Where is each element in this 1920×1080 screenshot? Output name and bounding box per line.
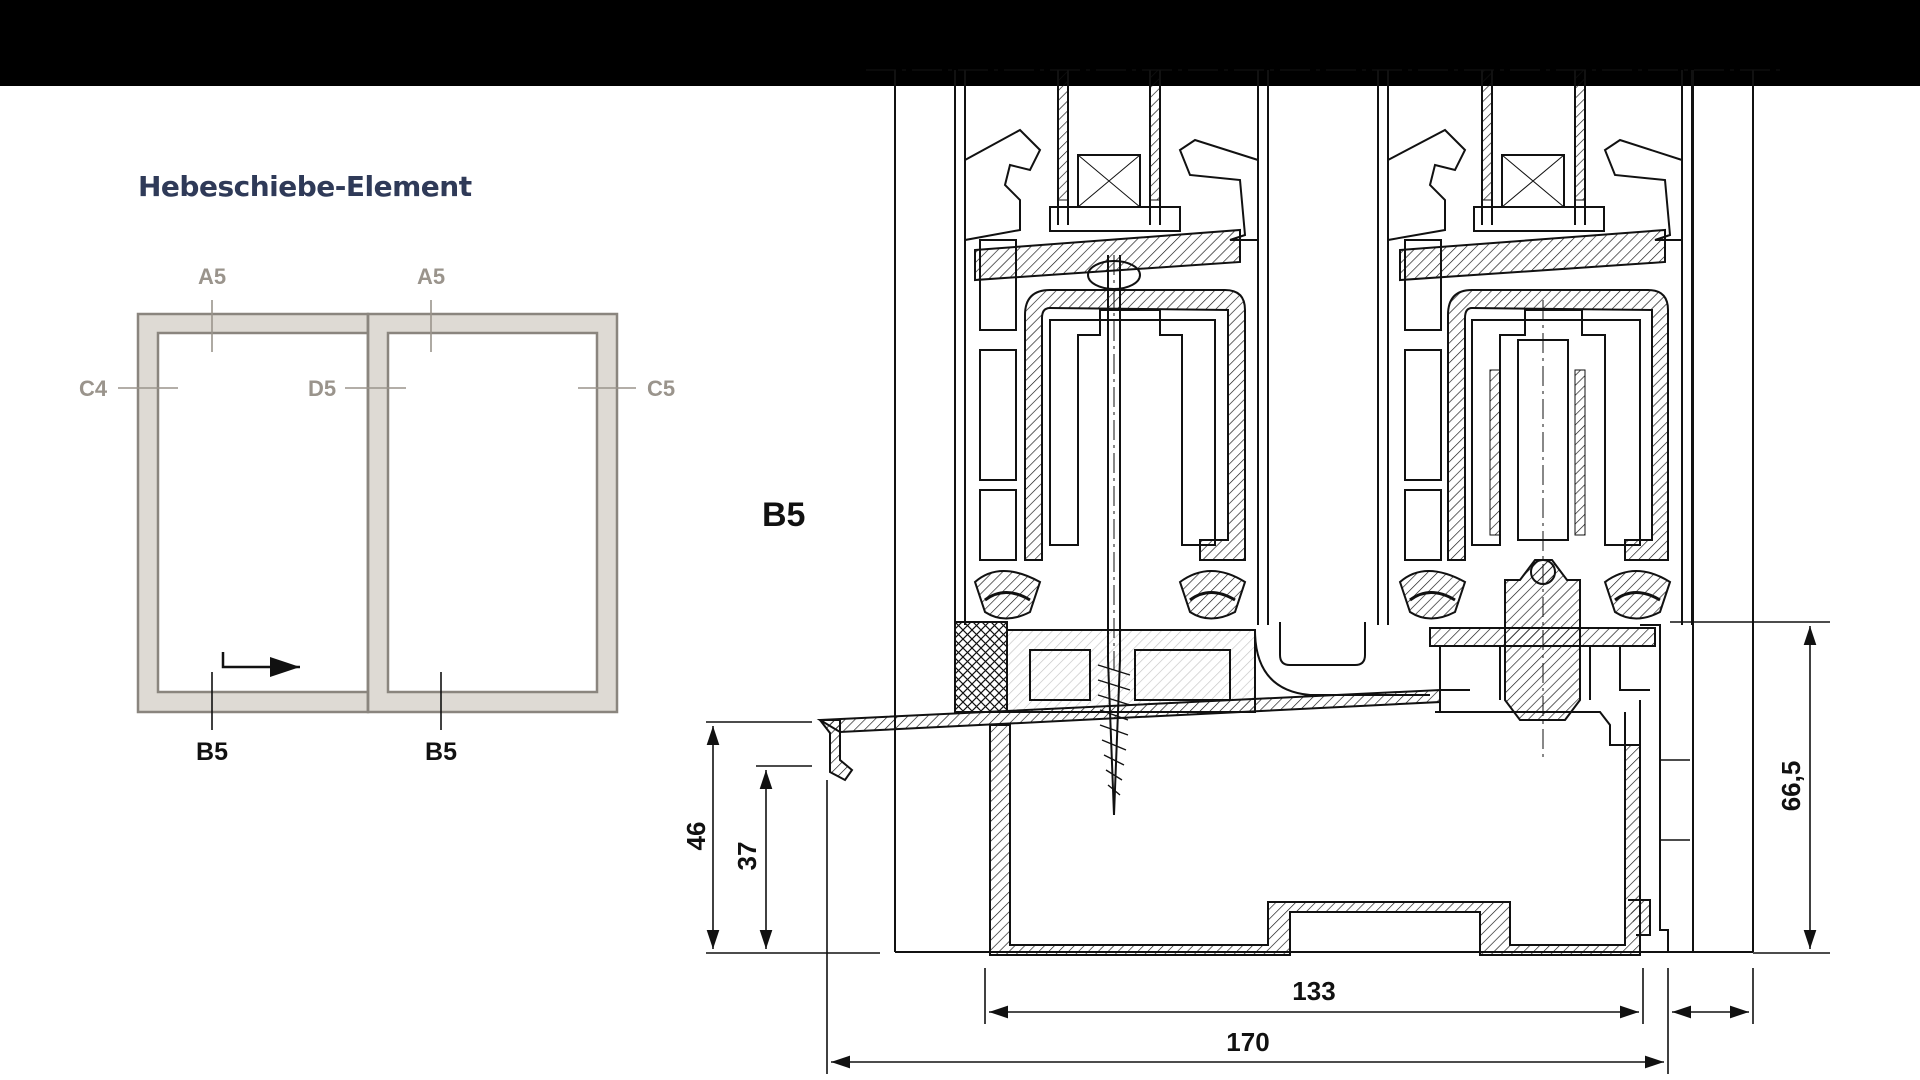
frame-left (136, 312, 370, 714)
frame-right (366, 312, 619, 714)
dimension-170: 170 (1226, 1027, 1269, 1057)
left-sash (954, 69, 1269, 816)
page-title: Hebeschiebe-Element (138, 170, 472, 203)
label-b5-left: B5 (196, 738, 228, 766)
label-b5-right: B5 (425, 738, 457, 766)
right-sash (1377, 69, 1693, 760)
dimension-lines (706, 621, 1830, 1074)
top-black-bar (0, 0, 1920, 86)
section-drawing (816, 69, 1785, 956)
label-d5: D5 (308, 376, 336, 401)
section-label-b5: B5 (762, 496, 805, 534)
dimension-66-5: 66,5 (1776, 761, 1806, 812)
label-a5-right: A5 (417, 264, 445, 289)
element-overview: A5 A5 C4 D5 C5 B5 B5 (79, 264, 675, 766)
label-a5-left: A5 (198, 264, 226, 289)
threshold-profile (816, 621, 1690, 956)
dimension-46: 46 (681, 822, 711, 851)
slide-direction-arrow-icon (221, 652, 300, 677)
dimension-37: 37 (732, 842, 762, 871)
label-c4: C4 (79, 376, 108, 401)
dimension-133: 133 (1292, 976, 1335, 1006)
label-c5: C5 (647, 376, 675, 401)
